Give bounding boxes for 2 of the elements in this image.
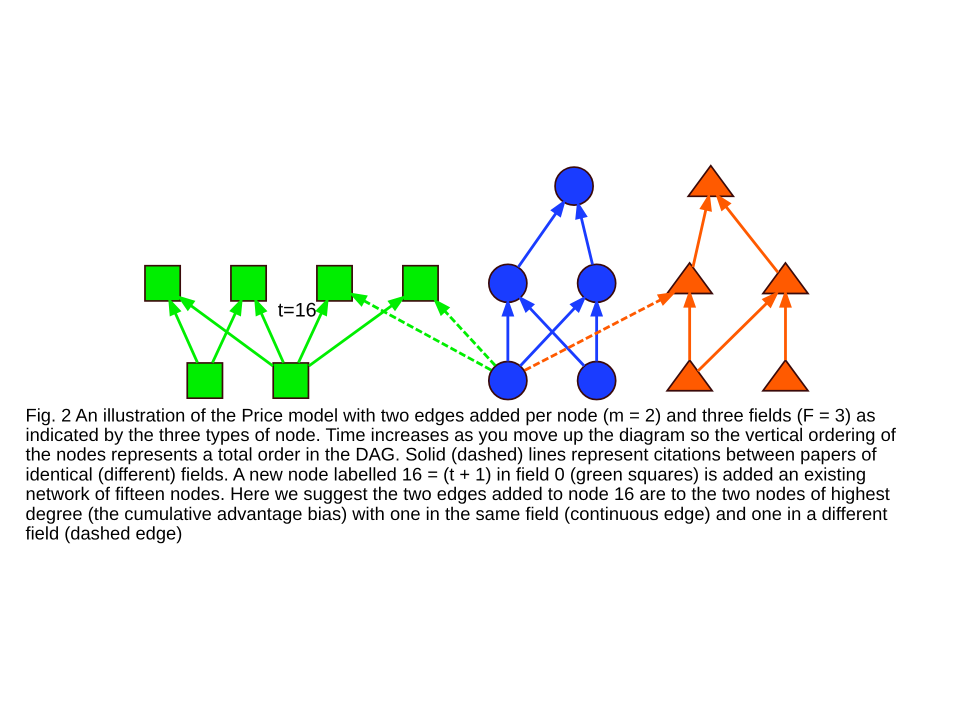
caption: Fig. 2 An illustration of the Price model with two edges added per node (m = 2) and three fields (F = 3) as indicated by the three types of node. Time increases as you move up the diagram so the vertical ordering of the nodes represents a total order in the DAG. Solid (dashed) lines represent citations between papers of identical (different) fields. A new node labelled 16 = (t + 1) in field 0 (green squares) is added an existing network of fifteen nodes. Here we suggest the two edges added to node 16 are to the two nodes of highest degree (the cumulative advantage bias) with one in the same field (continuous edge) and one in a different field (dashed edge) — [26, 404, 896, 544]
node-label: t=16 — [278, 299, 317, 322]
